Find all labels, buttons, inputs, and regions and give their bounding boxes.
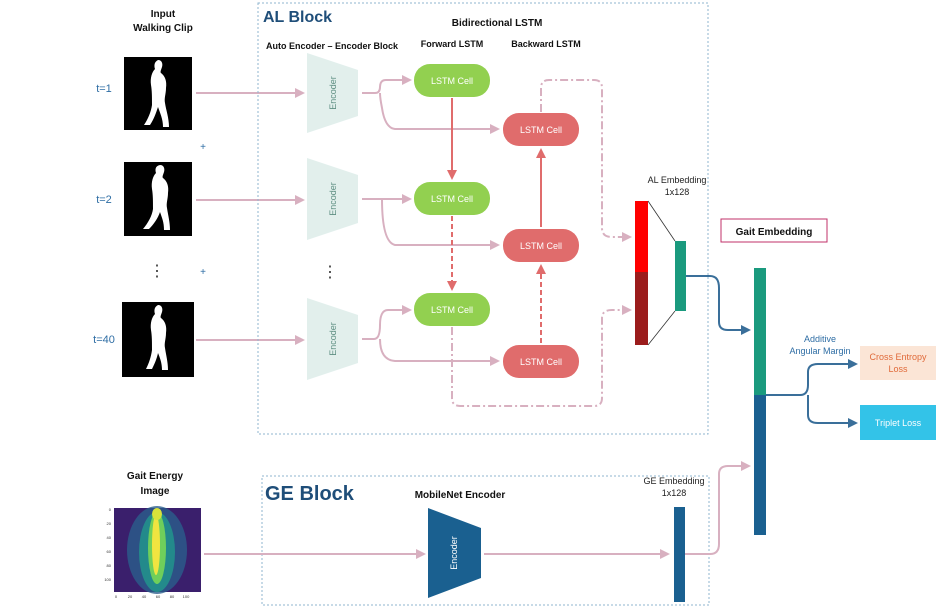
gait-embedding-label: Gait Embedding [736, 227, 813, 238]
margin-label-line2: Angular Margin [789, 346, 850, 356]
svg-text:Encoder: Encoder [328, 76, 338, 110]
walking-frame-2 [124, 162, 192, 236]
svg-text:60: 60 [107, 549, 112, 554]
head-arrows [766, 359, 858, 428]
svg-text:80: 80 [170, 594, 175, 599]
walking-frame-1 [124, 57, 192, 130]
svg-text:LSTM Cell: LSTM Cell [431, 194, 473, 204]
gei-title-line1: Gait Energy [127, 471, 184, 482]
svg-text:LSTM Cell: LSTM Cell [431, 76, 473, 86]
lstm-output-paths [451, 79, 632, 407]
backward-lstm-cell-2: LSTM Cell [503, 229, 579, 262]
svg-text:60: 60 [156, 594, 161, 599]
gait-embedding-label-box [720, 218, 828, 243]
svg-text:Encoder: Encoder [449, 536, 459, 570]
svg-text:LSTM Cell: LSTM Cell [520, 125, 562, 135]
backward-lstm-cell-40: LSTM Cell [503, 345, 579, 378]
bilstm-title: Bidirectional LSTM [452, 18, 543, 29]
gait-energy-image [114, 506, 201, 594]
ge-embedding-label-line1: GE Embedding [643, 476, 704, 486]
forward-lstm-title: Forward LSTM [421, 39, 484, 49]
forward-lstm-cell-2: LSTM Cell [414, 182, 490, 215]
gait-embedding-al-part [754, 268, 766, 395]
svg-text:Encoder: Encoder [328, 182, 338, 216]
svg-text:100: 100 [104, 577, 111, 582]
walking-frame-40 [122, 302, 194, 377]
triplet-loss-box [860, 405, 936, 440]
time-label-1: t=1 [96, 83, 112, 95]
triplet-loss-label: Triplet Loss [875, 418, 922, 428]
encoder-ellipsis: ⋮ [322, 264, 338, 281]
al-block-title: AL Block [263, 9, 332, 26]
al-embedding-backward-bar [635, 272, 648, 345]
plus-mark-1: + [200, 142, 206, 153]
al-block-border [257, 2, 709, 435]
forward-lstm-cell-1: LSTM Cell [414, 64, 490, 97]
backward-lstm-cell-1: LSTM Cell [503, 113, 579, 146]
gei-axis-ticks: 0 20 40 60 80 100 0 20 40 60 80 100 [104, 507, 190, 599]
svg-text:Encoder: Encoder [328, 322, 338, 356]
svg-text:80: 80 [107, 563, 112, 568]
time-label-40: t=40 [93, 334, 115, 346]
svg-text:LSTM Cell: LSTM Cell [520, 357, 562, 367]
ge-to-gait-arrow [685, 461, 751, 555]
svg-text:20: 20 [128, 594, 133, 599]
autoencoder-title: Auto Encoder – Encoder Block [266, 41, 399, 51]
ge-embedding-label-line2: 1x128 [662, 488, 687, 498]
cross-entropy-label-line1: Cross Entropy [869, 352, 927, 362]
input-ellipsis: ⋮ [149, 263, 165, 280]
backward-lstm-title: Backward LSTM [511, 39, 581, 49]
mobilenet-encoder: Encoder [428, 508, 481, 598]
margin-label-line1: Additive [804, 334, 836, 344]
encoder-1: Encoder [307, 53, 358, 133]
svg-text:LSTM Cell: LSTM Cell [520, 241, 562, 251]
svg-text:20: 20 [107, 521, 112, 526]
al-to-gait-arrow [686, 275, 751, 335]
al-embedding-projection-lines [647, 200, 676, 346]
encoder-output-arrows [362, 75, 500, 366]
svg-text:0: 0 [109, 507, 112, 512]
encoder-2: Encoder [307, 158, 358, 240]
al-embedding-label-line1: AL Embedding [648, 175, 707, 185]
gei-title-line2: Image [141, 486, 170, 497]
plus-mark-2: + [200, 267, 206, 278]
ge-block-title: GE Block [265, 483, 355, 505]
al-embedding-fused-bar [675, 241, 686, 311]
svg-text:0: 0 [115, 594, 118, 599]
cross-entropy-label-line2: Loss [888, 364, 908, 374]
al-embedding-label-line2: 1x128 [665, 187, 690, 197]
cross-entropy-loss-box [860, 346, 936, 380]
svg-text:40: 40 [107, 535, 112, 540]
encoder-40: Encoder [307, 298, 358, 380]
time-label-2: t=2 [96, 194, 112, 206]
gait-embedding-ge-part [754, 395, 766, 535]
input-title-line2: Walking Clip [133, 23, 193, 34]
svg-text:100: 100 [183, 594, 190, 599]
al-embedding-forward-bar [635, 201, 648, 272]
svg-text:LSTM Cell: LSTM Cell [431, 305, 473, 315]
input-title-line1: Input [151, 9, 176, 20]
svg-text:40: 40 [142, 594, 147, 599]
forward-lstm-cell-40: LSTM Cell [414, 293, 490, 326]
mobilenet-title: MobileNet Encoder [415, 490, 506, 501]
ge-embedding-bar [674, 507, 685, 602]
